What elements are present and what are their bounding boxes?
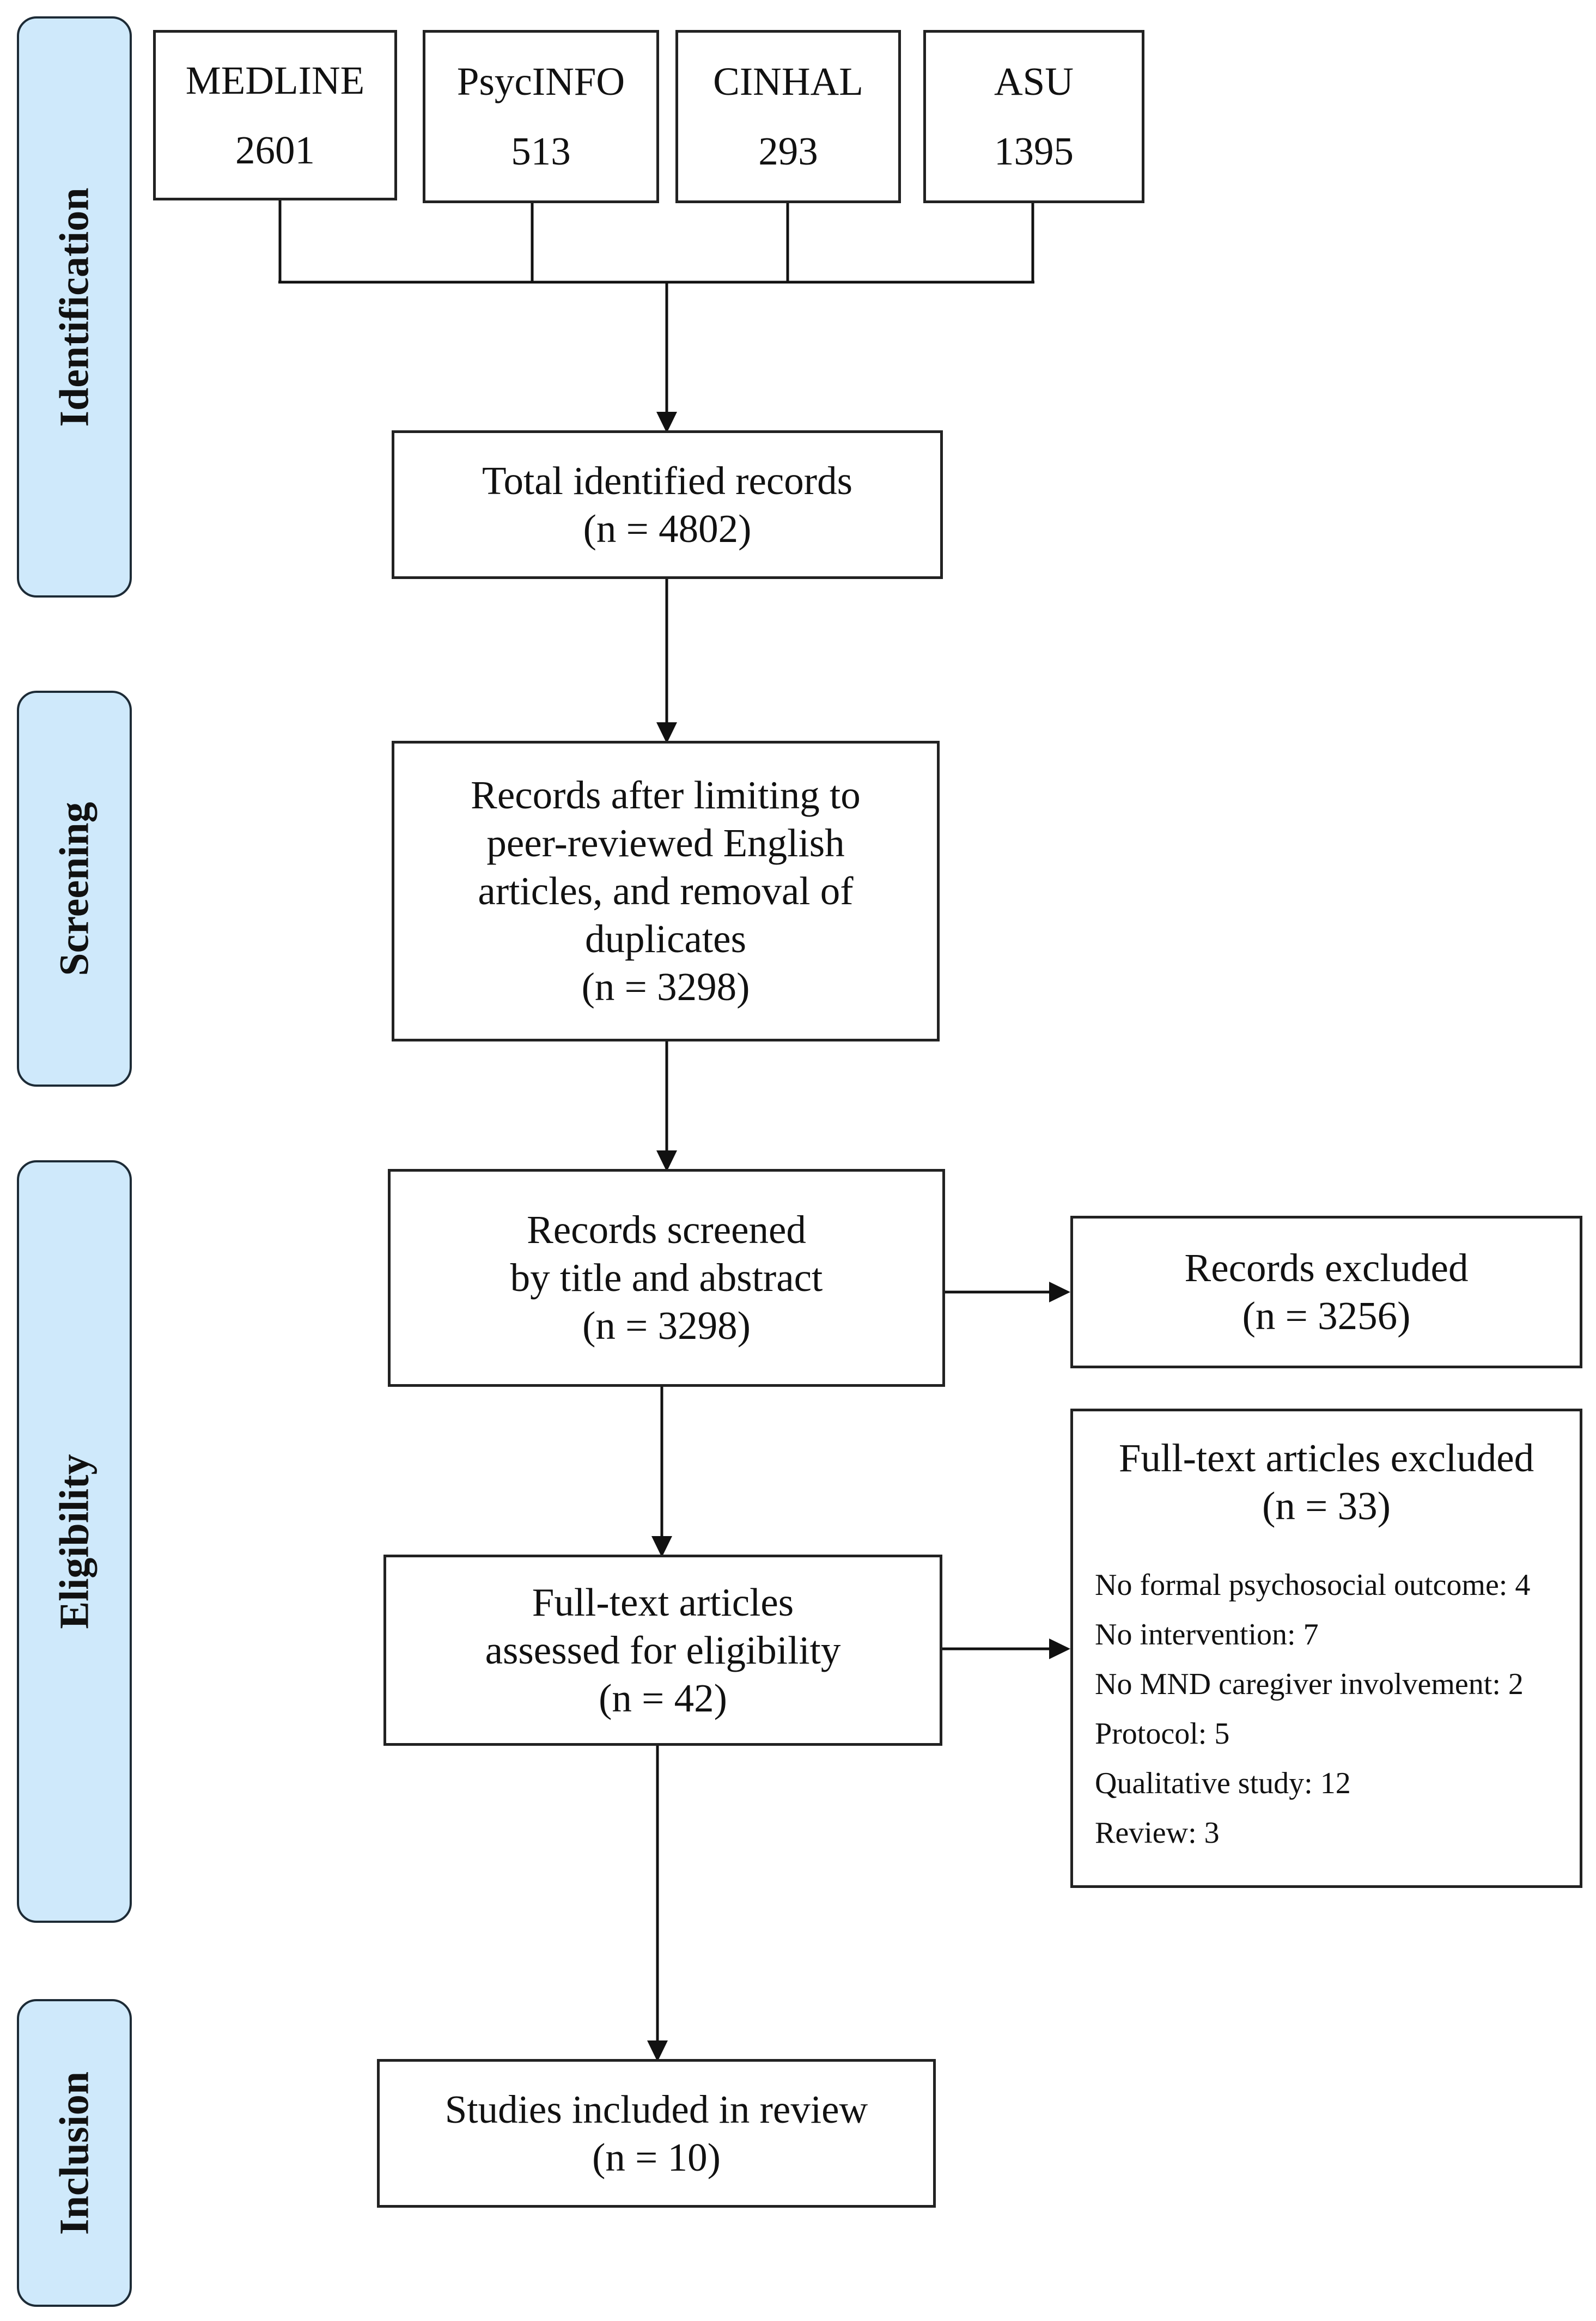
fulltext-assessed-box: Full-text articles assessed for eligibil… [383,1555,942,1746]
fulltext-assessed-line: Full-text articles [532,1580,794,1624]
stage-eligibility: Eligibility [17,1160,132,1923]
database-count: 2601 [235,127,315,172]
total-records-n: (n = 4802) [583,506,752,551]
limited-records-line: articles, and removal of [478,869,854,913]
database-box-asu: ASU 1395 [923,30,1144,203]
stage-screening: Screening [17,691,132,1087]
database-name: PsycINFO [456,59,625,103]
total-records-box: Total identified records (n = 4802) [392,430,943,579]
stage-label-identification: Identification [51,187,97,427]
exclusion-reason: No formal psychosocial outcome: 4 [1095,1568,1531,1602]
excluded-records-label: Records excluded [1184,1246,1469,1290]
limited-records-line: duplicates [585,917,746,961]
screened-records-line: Records screened [527,1208,806,1252]
excluded-records-box: Records excluded (n = 3256) [1070,1216,1582,1368]
database-box-medline: MEDLINE 2601 [153,30,397,200]
database-count: 513 [511,129,571,173]
included-studies-box: Studies included in review (n = 10) [377,2059,936,2208]
exclusion-reasons-list: No formal psychosocial outcome: 4 No int… [1073,1561,1580,1858]
exclusion-reason: Review: 3 [1095,1816,1220,1850]
stage-label-screening: Screening [51,801,97,976]
database-count: 293 [758,129,818,173]
included-studies-n: (n = 10) [592,2135,721,2179]
limited-records-n: (n = 3298) [581,965,750,1009]
limited-records-line: peer-reviewed English [486,821,845,865]
included-studies-label: Studies included in review [444,2087,868,2131]
limited-records-box: Records after limiting to peer-reviewed … [392,741,940,1041]
stage-identification: Identification [17,16,132,598]
fulltext-assessed-line: assessed for eligibility [485,1628,841,1672]
fulltext-excluded-n: (n = 33) [1262,1484,1391,1528]
database-box-cinhal: CINHAL 293 [675,30,901,203]
limited-records-line: Records after limiting to [471,773,861,817]
database-name: ASU [994,59,1074,103]
exclusion-reason: No MND caregiver involvement: 2 [1095,1667,1524,1701]
fulltext-excluded-label: Full-text articles excluded [1118,1436,1534,1480]
screened-records-n: (n = 3298) [582,1303,751,1348]
stage-label-inclusion: Inclusion [51,2071,97,2235]
total-records-label: Total identified records [482,458,853,503]
exclusion-reason: No intervention: 7 [1095,1618,1319,1652]
database-box-psycinfo: PsycINFO 513 [423,30,659,203]
fulltext-assessed-n: (n = 42) [599,1676,727,1720]
excluded-records-n: (n = 3256) [1242,1294,1411,1338]
database-count: 1395 [994,129,1074,173]
database-name: MEDLINE [185,58,365,102]
screened-records-line: by title and abstract [510,1256,823,1300]
database-name: CINHAL [713,59,863,103]
fulltext-excluded-box: Full-text articles excluded (n = 33) No … [1070,1409,1582,1888]
exclusion-reason: Qualitative study: 12 [1095,1766,1351,1800]
stage-label-eligibility: Eligibility [51,1454,97,1629]
exclusion-reason: Protocol: 5 [1095,1717,1230,1751]
screened-records-box: Records screened by title and abstract (… [388,1169,945,1387]
stage-inclusion: Inclusion [17,1999,132,2307]
